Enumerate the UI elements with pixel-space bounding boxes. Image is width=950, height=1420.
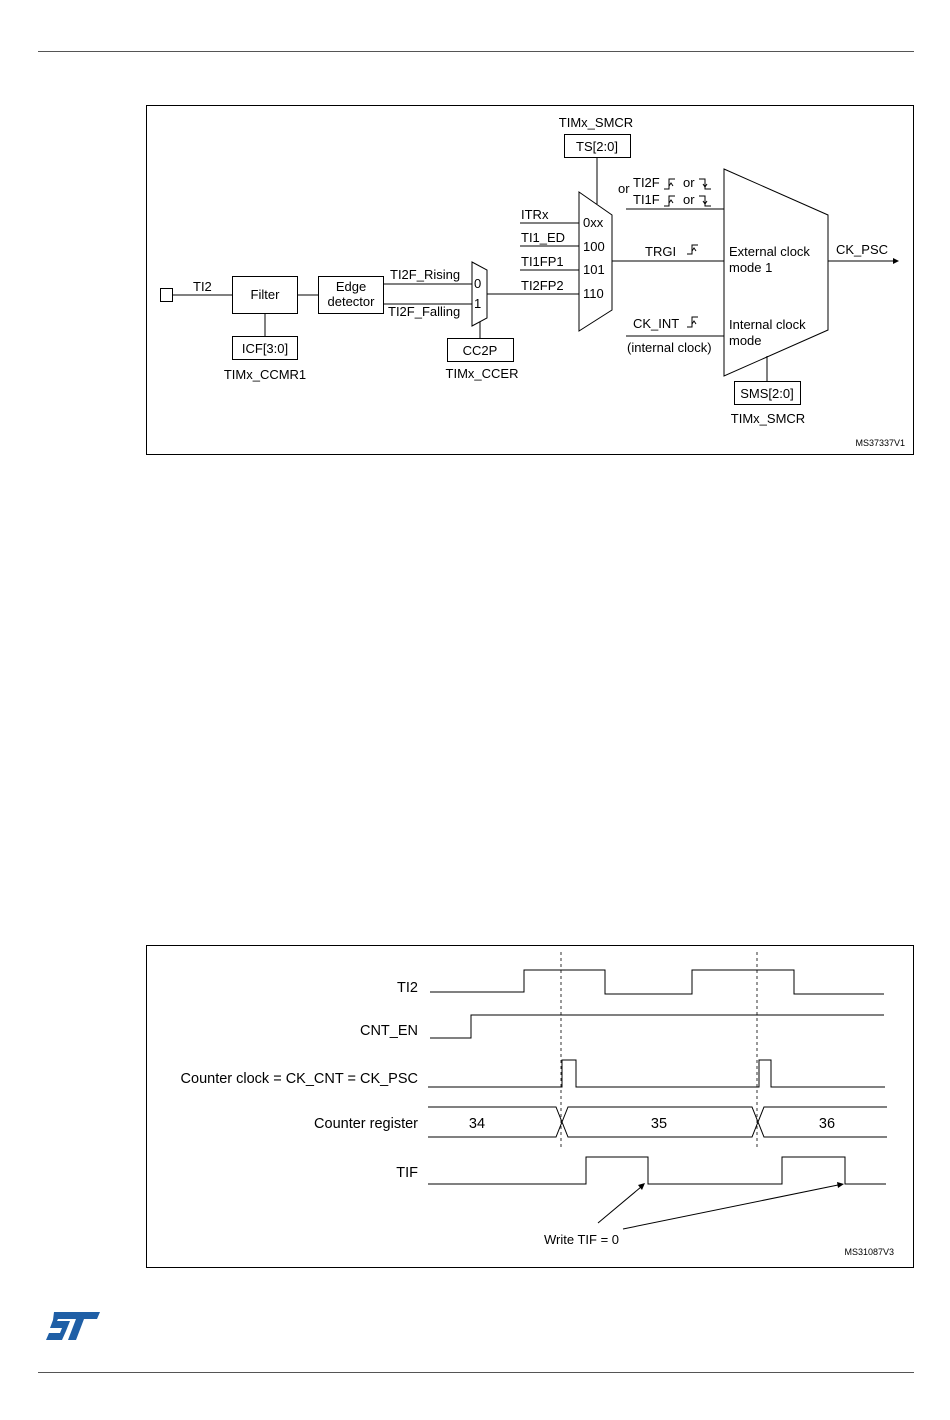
counter-value-34: 34 <box>469 1116 485 1132</box>
signal-label-counter-register: Counter register <box>314 1116 418 1132</box>
timing-diagram-figure-id: MS31087V3 <box>844 1247 894 1257</box>
block-diagram-frame <box>146 105 914 455</box>
ti2f-label: TI2F <box>633 175 660 190</box>
waveform-cnt-en <box>430 1014 884 1039</box>
cc2p-register-label: TIMx_CCER <box>446 366 519 381</box>
cc2p-field-box <box>447 338 514 362</box>
signal-label-cnt-en: CNT_EN <box>360 1023 418 1039</box>
ts-field-box <box>564 134 631 158</box>
annotation-arrow-icon-1 <box>638 1183 645 1190</box>
edge-detector-label-1: Edge <box>336 279 366 294</box>
trig-code-110: 110 <box>583 286 604 301</box>
output-label: CK_PSC <box>836 242 888 257</box>
polarity-mux <box>471 261 488 327</box>
filter-label: Filter <box>251 287 281 302</box>
mux-input-1: 1 <box>474 296 481 311</box>
block-diagram-figure-id: MS37337V1 <box>855 438 905 448</box>
signal-label-tif: TIF <box>396 1165 418 1181</box>
or-label: or <box>618 181 630 196</box>
or-between-ti2f: or <box>683 175 695 190</box>
ts-field-label: TS[2:0] <box>576 139 618 154</box>
filter-block <box>232 276 298 314</box>
ext-mode-label-2: mode 1 <box>729 260 772 275</box>
waveform-tif <box>428 1156 886 1185</box>
cc2p-field-label: CC2P <box>463 343 498 358</box>
ti1f-rising-edge-icon <box>664 195 675 207</box>
rising-label: TI2F_Rising <box>390 267 460 282</box>
st-logo <box>46 1312 100 1340</box>
trig-input-ti1-ed: TI1_ED <box>521 230 565 245</box>
counter-value-36: 36 <box>819 1116 835 1132</box>
trig-input-ti1fp1: TI1FP1 <box>521 254 564 269</box>
ti2-input-label: TI2 <box>193 279 212 294</box>
sms-field-box <box>734 381 801 405</box>
signal-label-ti2: TI2 <box>397 980 418 996</box>
sms-register-label: TIMx_SMCR <box>731 411 805 426</box>
sms-field-label: SMS[2:0] <box>740 386 793 401</box>
header-rule <box>38 51 914 52</box>
counter-value-35: 35 <box>651 1116 667 1132</box>
icf-field-label: ICF[3:0] <box>242 341 288 356</box>
int-mode-label-2: mode <box>729 333 762 348</box>
int-mode-label-1: Internal clock <box>729 317 806 332</box>
annotation-write-tif: Write TIF = 0 <box>544 1232 619 1247</box>
ts-register-label: TIMx_SMCR <box>559 115 633 130</box>
trig-input-itrx: ITRx <box>521 207 549 222</box>
edge-detector-block <box>318 276 384 314</box>
trig-input-ti2fp2: TI2FP2 <box>521 278 564 293</box>
ti1f-label: TI1F <box>633 192 660 207</box>
waveform-counter-register <box>428 1106 887 1138</box>
waveform-ti2 <box>430 969 884 995</box>
ck-int-label: CK_INT <box>633 316 679 331</box>
edge-detector-label-2: detector <box>328 294 376 309</box>
trgi-label: TRGI <box>645 244 676 259</box>
falling-label: TI2F_Falling <box>388 304 460 319</box>
ti1f-falling-edge-icon <box>699 195 711 207</box>
waveform-counter-clock <box>428 1059 885 1088</box>
trigger-select-mux <box>578 191 613 332</box>
trgi-rising-edge-icon <box>687 244 698 255</box>
signal-label-counter-clock: Counter clock = CK_CNT = CK_PSC <box>181 1071 418 1087</box>
trig-code-0xx: 0xx <box>583 215 604 230</box>
internal-clock-label: (internal clock) <box>627 340 712 355</box>
ti2-input-pin <box>160 288 173 302</box>
annotation-arrow-icon-2 <box>837 1182 844 1188</box>
timing-diagram: TI2 CNT_EN Counter clock = CK_CNT = CK_P… <box>146 945 914 1268</box>
ti2f-rising-edge-icon <box>664 178 675 190</box>
icf-field-box <box>232 336 298 360</box>
trig-code-100: 100 <box>583 239 605 254</box>
mux-input-0: 0 <box>474 276 481 291</box>
ck-int-rising-edge-icon <box>687 316 698 328</box>
block-diagram: TIMx_SMCR TS[2:0] TI2 Filter ICF[3:0] TI… <box>146 105 914 455</box>
clock-mode-mux <box>723 168 829 377</box>
ext-mode-label-1: External clock <box>729 244 810 259</box>
ti2f-falling-edge-icon <box>699 178 711 190</box>
trig-code-101: 101 <box>583 262 605 277</box>
or-between-ti1f: or <box>683 192 695 207</box>
footer-rule <box>38 1372 914 1373</box>
icf-register-label: TIMx_CCMR1 <box>224 367 306 382</box>
output-arrow-icon <box>893 258 899 264</box>
timing-diagram-frame <box>146 945 914 1268</box>
